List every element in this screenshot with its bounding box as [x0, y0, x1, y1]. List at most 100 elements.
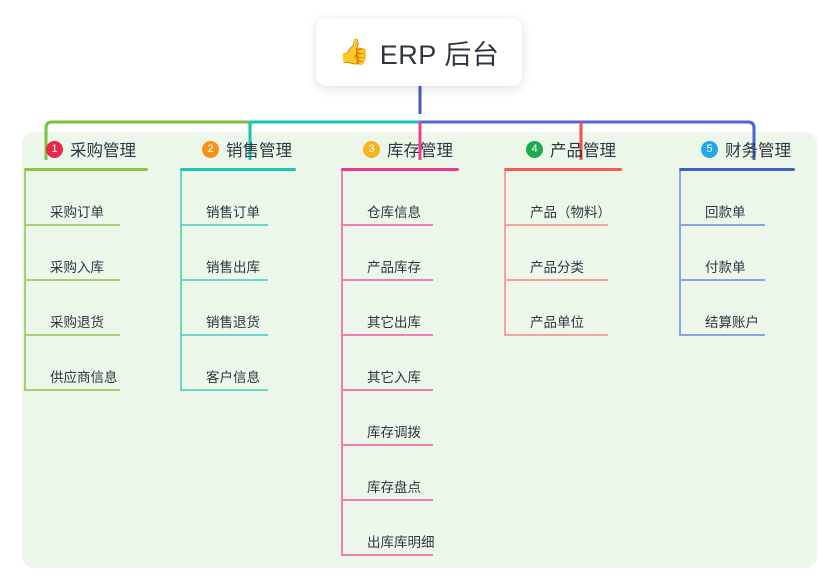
branch-item-rule [180, 224, 268, 226]
branch-item-label: 其它出库 [367, 315, 421, 330]
branch-column-2: 2 销售管理销售订单销售出库销售退货客户信息 [180, 132, 340, 391]
branch-item-rule [679, 334, 765, 336]
branch-item-label: 出库库明细 [367, 535, 435, 550]
branch-item[interactable]: 其它出库 [341, 281, 511, 336]
branch-column-3: 3 库存管理仓库信息产品库存其它出库其它入库库存调拨库存盘点出库库明细 [341, 132, 511, 556]
branch-item[interactable]: 采购订单 [24, 171, 184, 226]
branch-item-label: 客户信息 [206, 370, 260, 385]
branch-rule-4 [504, 168, 622, 171]
branch-rule-1 [24, 168, 148, 171]
branch-items-1: 采购订单采购入库采购退货供应商信息 [24, 171, 184, 391]
branch-item-rule [341, 499, 433, 501]
root-title: ERP 后台 [379, 39, 500, 70]
branch-item-rule [679, 224, 765, 226]
branch-item[interactable]: 出库库明细 [341, 501, 511, 556]
branch-item-rule [180, 389, 268, 391]
branch-items-4: 产品（物料） 产品分类产品单位 [504, 171, 674, 336]
branch-item-label: 产品（物料） [530, 205, 611, 220]
branch-item-label: 其它入库 [367, 370, 421, 385]
branch-item[interactable]: 库存盘点 [341, 446, 511, 501]
branch-badge-1: 1 [46, 140, 63, 158]
branch-item-label: 回款单 [705, 205, 746, 220]
branch-item-rule [504, 279, 608, 281]
branch-item-rule [504, 224, 608, 226]
branch-item-rule [341, 334, 433, 336]
branch-item[interactable]: 产品分类 [504, 226, 674, 281]
branch-item[interactable]: 销售出库 [180, 226, 340, 281]
branch-title-4: 产品管理 [550, 142, 616, 160]
branch-item-rule [180, 334, 268, 336]
branch-item[interactable]: 产品库存 [341, 226, 511, 281]
branch-item-rule [341, 554, 433, 556]
branch-item[interactable]: 库存调拨 [341, 391, 511, 446]
branch-item-label: 销售订单 [206, 205, 260, 220]
branch-items-3: 仓库信息产品库存其它出库其它入库库存调拨库存盘点出库库明细 [341, 171, 511, 556]
branch-item[interactable]: 客户信息 [180, 336, 340, 391]
branch-column-4: 4 产品管理产品（物料） 产品分类产品单位 [504, 132, 674, 336]
branch-header-1[interactable]: 1 采购管理 [24, 132, 184, 166]
branch-spine-4 [504, 171, 506, 336]
branch-item[interactable]: 采购入库 [24, 226, 184, 281]
branch-item-label: 供应商信息 [50, 370, 118, 385]
root-node[interactable]: 👍 ERP 后台 [316, 18, 522, 86]
branch-header-5[interactable]: 5 财务管理 [679, 132, 839, 166]
branch-item-label: 销售出库 [206, 260, 260, 275]
branch-title-2: 销售管理 [226, 142, 292, 160]
branch-spine-5 [679, 171, 681, 336]
branch-item[interactable]: 付款单 [679, 226, 839, 281]
branch-item-label: 产品分类 [530, 260, 584, 275]
branch-item-rule [24, 224, 120, 226]
branch-item-rule [679, 279, 765, 281]
branch-item-rule [341, 279, 433, 281]
branch-item-rule [24, 389, 120, 391]
branch-header-2[interactable]: 2 销售管理 [180, 132, 340, 166]
branch-title-1: 采购管理 [70, 142, 136, 160]
branch-item-label: 结算账户 [705, 315, 759, 330]
branch-column-5: 5 财务管理回款单付款单结算账户 [679, 132, 839, 336]
branch-header-3[interactable]: 3 库存管理 [341, 132, 511, 166]
branch-item[interactable]: 产品（物料） [504, 171, 674, 226]
branch-item-label: 采购退货 [50, 315, 104, 330]
branch-badge-2: 2 [202, 140, 219, 158]
branch-item-rule [341, 444, 433, 446]
branch-item-rule [180, 279, 268, 281]
branch-items-5: 回款单付款单结算账户 [679, 171, 839, 336]
branch-column-1: 1 采购管理采购订单采购入库采购退货供应商信息 [24, 132, 184, 391]
branch-item[interactable]: 其它入库 [341, 336, 511, 391]
branch-columns: 1 采购管理采购订单采购入库采购退货供应商信息 2 销售管理销售订单销售出库销售退货客… [22, 132, 817, 568]
branch-item-rule [341, 224, 433, 226]
branch-title-3: 库存管理 [387, 142, 453, 160]
branch-header-4[interactable]: 4 产品管理 [504, 132, 674, 166]
branch-item-rule [504, 334, 608, 336]
branch-badge-3: 3 [363, 140, 380, 158]
branch-badge-5: 5 [701, 140, 718, 158]
branch-item[interactable]: 仓库信息 [341, 171, 511, 226]
branch-item-label: 产品库存 [367, 260, 421, 275]
branch-item-rule [24, 334, 120, 336]
branch-title-5: 财务管理 [725, 142, 791, 160]
diagram-panel [22, 132, 817, 568]
branch-item[interactable]: 销售退货 [180, 281, 340, 336]
thumbs-up-icon: 👍 [338, 37, 370, 66]
branch-item[interactable]: 供应商信息 [24, 336, 184, 391]
branch-item-label: 采购订单 [50, 205, 104, 220]
branch-spine-1 [24, 171, 26, 391]
branch-badge-4: 4 [526, 140, 543, 158]
branch-item-label: 库存盘点 [367, 480, 421, 495]
branch-item[interactable]: 回款单 [679, 171, 839, 226]
branch-item[interactable]: 结算账户 [679, 281, 839, 336]
branch-rule-3 [341, 168, 459, 171]
branch-item-rule [24, 279, 120, 281]
branch-items-2: 销售订单销售出库销售退货客户信息 [180, 171, 340, 391]
branch-item-rule [341, 389, 433, 391]
branch-item[interactable]: 销售订单 [180, 171, 340, 226]
branch-item[interactable]: 产品单位 [504, 281, 674, 336]
branch-spine-2 [180, 171, 182, 391]
branch-item-label: 仓库信息 [367, 205, 421, 220]
branch-item-label: 付款单 [705, 260, 746, 275]
branch-item-label: 库存调拨 [367, 425, 421, 440]
branch-rule-5 [679, 168, 795, 171]
branch-spine-3 [341, 171, 343, 556]
branch-item-label: 产品单位 [530, 315, 584, 330]
branch-item[interactable]: 采购退货 [24, 281, 184, 336]
